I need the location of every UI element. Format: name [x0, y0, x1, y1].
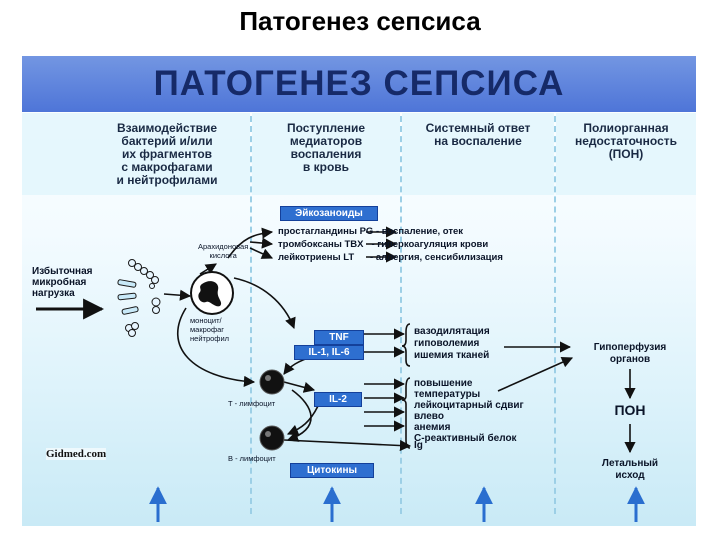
il-1-il-6-box: IL-1, IL-6	[294, 345, 364, 360]
cytokines-box: Цитокины	[290, 463, 374, 478]
ig-label: Ig	[414, 440, 423, 451]
page-title: Патогенез сепсиса	[239, 6, 481, 36]
column-divider-1	[250, 116, 252, 514]
microbes-icon	[117, 259, 161, 337]
column-divider-3	[554, 116, 556, 514]
arrow-to-hypoperfusion-2	[497, 356, 574, 392]
t-lymphocyte-label: Т - лимфоцит	[228, 399, 276, 408]
arrow-to-arachidonic	[199, 263, 217, 275]
arrow-t-to-il2	[283, 381, 316, 393]
macrophage-icon	[190, 271, 234, 315]
column-header-bg-3	[402, 113, 554, 195]
column-header-bg-4	[556, 113, 696, 195]
arrow-microbes-to-cell	[163, 289, 192, 301]
tnf-box: TNF	[314, 330, 364, 345]
brace-group-2	[401, 377, 411, 449]
brace-group-1	[401, 323, 411, 367]
banner: ПАТОГЕНЕЗ СЕПСИСА	[22, 56, 696, 112]
pon-label: ПОН	[614, 402, 646, 418]
banner-title: ПАТОГЕНЕЗ СЕПСИСА	[153, 64, 565, 103]
arrow-arachidonic-to-tbx	[249, 237, 274, 249]
b-lymphocyte-label: В - лимфоцит	[228, 454, 276, 463]
il-2-box: IL-2	[314, 392, 362, 407]
arrow-cell-to-tnf	[233, 277, 296, 330]
column-header-bg-1	[22, 113, 250, 195]
column-header-bg-2	[252, 113, 400, 195]
arrow-b-to-ig	[283, 439, 412, 452]
t-lymphocyte-icon	[259, 369, 285, 395]
mediator-tbx: тромбоксаны TBX - гиперкоагуляция крови	[278, 239, 489, 250]
watermark: Gidmed.com	[46, 448, 107, 460]
b-lymphocyte-icon	[259, 425, 285, 451]
eicosanoids-box: Эйкозаноиды	[280, 206, 378, 221]
arrow-cell-to-t-lymphocyte	[176, 307, 256, 387]
arrow-t-to-b	[286, 389, 312, 442]
mediator-pg: простагландины PG - воспаление, отек	[278, 226, 464, 237]
column-divider-2	[400, 116, 402, 514]
flow-arrows	[36, 226, 645, 522]
arrow-il2-to-b	[286, 405, 319, 436]
arrow-arachidonic-to-lt	[249, 247, 274, 259]
arrow-arachidonic-to-pg	[227, 227, 274, 259]
mediator-lt: лейкотриены LT - аллергия, сенсибилизаци…	[278, 252, 503, 263]
